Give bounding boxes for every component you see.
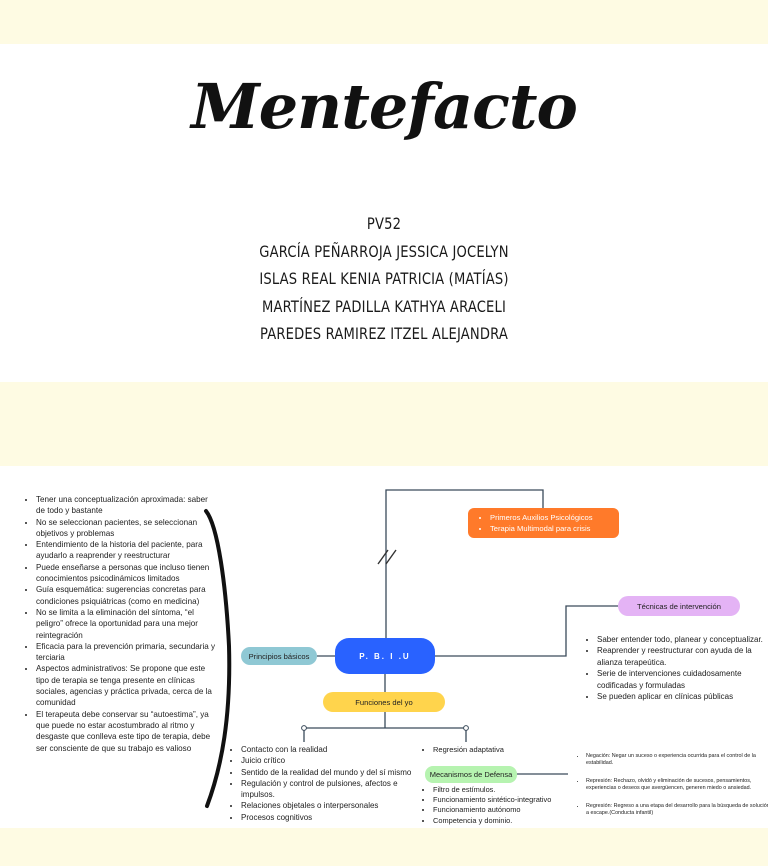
node-principios: Principios básicos (241, 647, 317, 665)
list-item: Se pueden aplicar en clínicas públicas (597, 691, 767, 702)
list-item: Negación: Negar un suceso o experiencia … (586, 753, 768, 768)
bottom-band (0, 828, 768, 866)
list-item: Regresión adaptativa (433, 744, 553, 755)
group-code: PV52 (366, 214, 402, 233)
list-item: No se limita a la eliminación del síntom… (36, 607, 216, 641)
link-tecnicas (435, 605, 618, 657)
node-funciones: Funciones del yo (323, 692, 445, 712)
list-item: Entendimiento de la historia del pacient… (36, 539, 216, 562)
list-item: Aspectos administrativos: Se propone que… (36, 663, 216, 708)
list-item: Regresión: Regreso a una etapa del desar… (586, 803, 768, 818)
regresion-list: Regresión adaptativa (421, 744, 553, 755)
list-item: Reaprender y reestructurar con ayuda de … (597, 645, 767, 668)
list-item: Sentido de la realidad del mundo y del s… (241, 767, 431, 778)
author-name: MARTÍNEZ PADILLA KATHYA ARACELI (261, 296, 507, 316)
mecanismos-list: Filtro de estímulos. Funcionamiento sint… (421, 785, 583, 826)
list-item: Puede enseñarse a personas que incluso t… (36, 562, 216, 585)
list-item: Represión: Rechazo, olvidó y eliminación… (586, 778, 768, 793)
top-band (0, 0, 768, 44)
bracket-shape (204, 509, 232, 808)
list-item: Serie de intervenciones cuidadosamente c… (597, 668, 767, 691)
list-item: Eficacia para la prevención primaria, se… (36, 641, 216, 664)
author-name: ISLAS REAL KENIA PATRICIA (MATÍAS) (259, 269, 509, 288)
connector-lines (204, 489, 618, 808)
negation-mark (377, 549, 389, 565)
list-item: Funcionamiento autónomo (433, 805, 583, 815)
list-item: Regulación y control de pulsiones, afect… (241, 778, 431, 801)
node-excluded: Primeros Auxilios Psicológicos Terapia M… (468, 508, 619, 538)
authors-block: PV52 GARCÍA PEÑARROJA JESSICA JOCELYN IS… (0, 210, 768, 348)
funciones-list: Contacto con la realidad Juicio crítico … (229, 744, 431, 823)
title-panel (0, 44, 768, 382)
main-title: Mentefacto (191, 70, 578, 143)
author-name: PAREDES RAMIREZ ITZEL ALEJANDRA (259, 324, 509, 343)
split-node-right (463, 725, 469, 731)
list-item: Tener una conceptualización aproximada: … (36, 494, 216, 517)
tecnicas-list: Saber entender todo, planear y conceptua… (585, 634, 767, 702)
list-item: Terapia Multimodal para crisis (490, 523, 619, 534)
split-node-left (301, 725, 307, 731)
author-name: GARCÍA PEÑARROJA JESSICA JOCELYN (259, 241, 509, 261)
list-item: Guía esquemática: sugerencias concretas … (36, 584, 216, 607)
list-item: Juicio crítico (241, 755, 431, 766)
list-item: Relaciones objetales o interpersonales (241, 800, 431, 811)
list-item: Procesos cognitivos (241, 812, 431, 823)
list-item: Filtro de estímulos. (433, 785, 583, 795)
list-item: No se seleccionan pacientes, se seleccio… (36, 517, 216, 540)
node-tecnicas: Técnicas de intervención (618, 596, 740, 616)
principios-list: Tener una conceptualización aproximada: … (24, 494, 216, 754)
list-item: Primeros Auxilios Psicológicos (490, 512, 619, 523)
node-mecanismos: Mecanismos de Defensa (425, 766, 517, 783)
middle-band (0, 382, 768, 466)
list-item: Contacto con la realidad (241, 744, 431, 755)
list-item: Competencia y dominio. (433, 816, 583, 826)
node-center: P. B. I .U (335, 638, 435, 674)
list-item: El terapeuta debe conservar su “autoesti… (36, 709, 216, 754)
list-item: Saber entender todo, planear y conceptua… (597, 634, 767, 645)
negation-mark (385, 549, 397, 565)
list-item: Funcionamiento sintético-integrativo (433, 795, 583, 805)
defense-list: Negación: Negar un suceso o experiencia … (574, 753, 768, 827)
